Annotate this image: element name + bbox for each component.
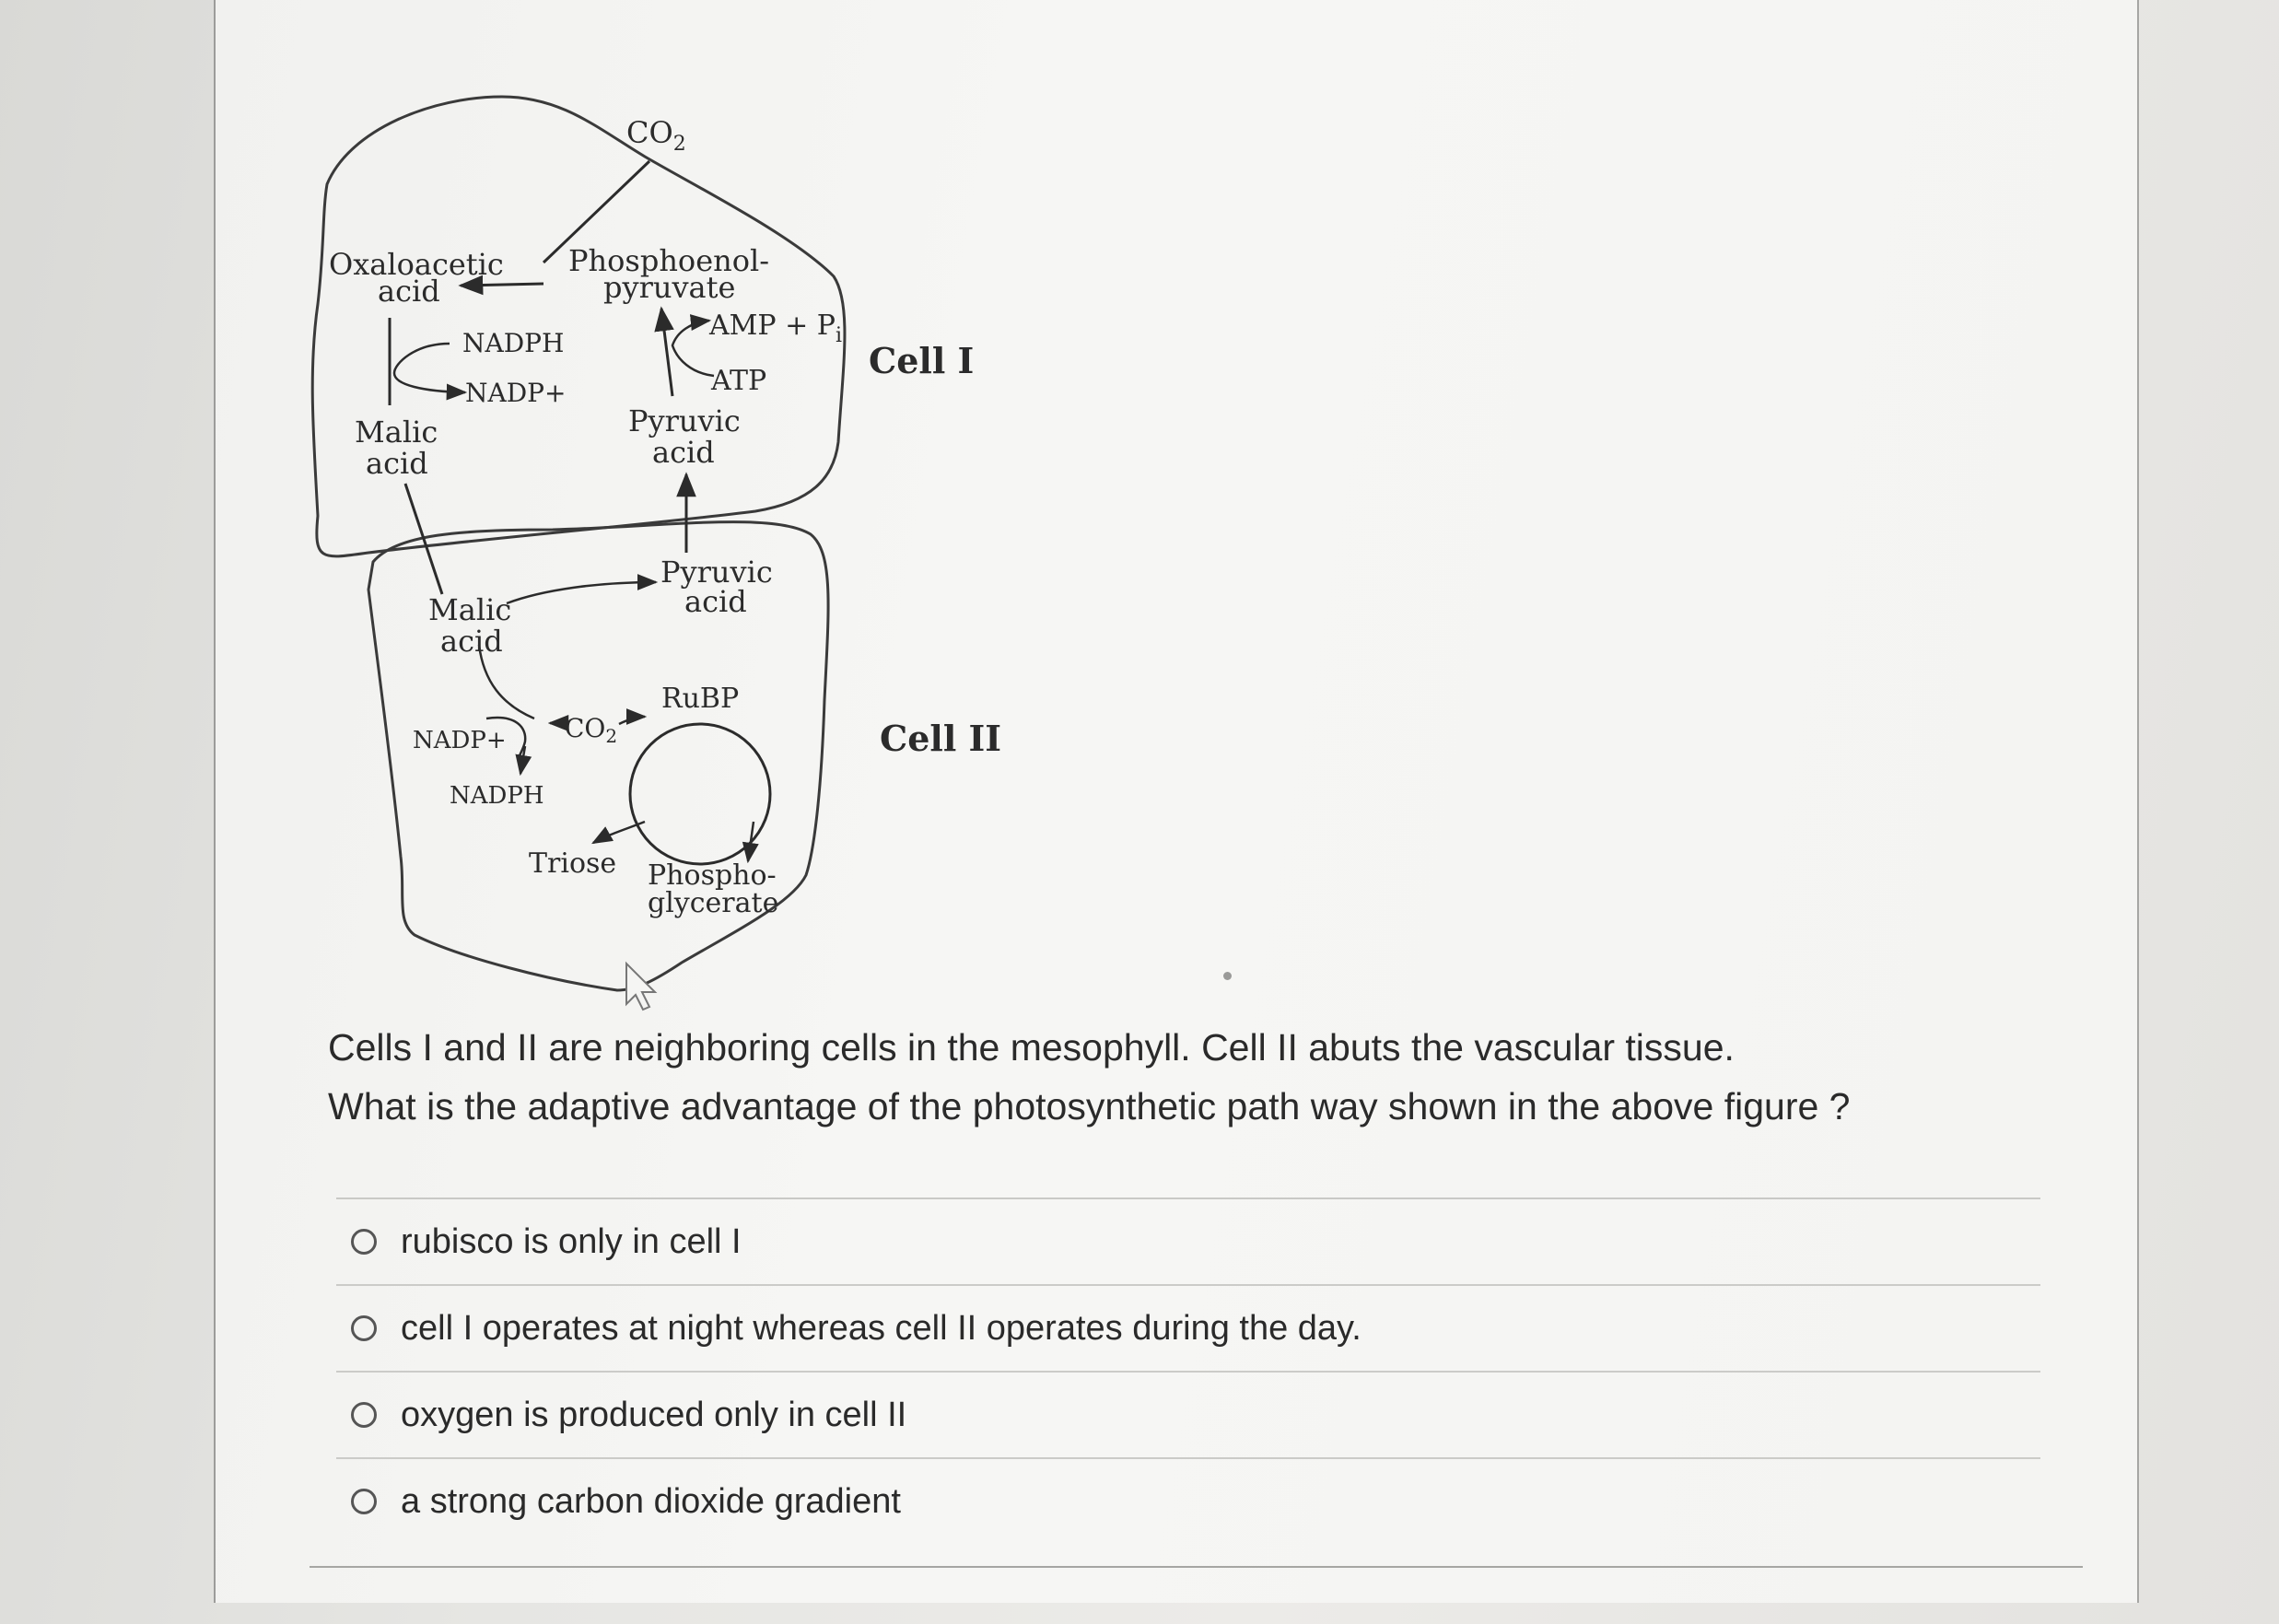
answer-option-1[interactable]: rubisco is only in cell I (336, 1198, 2040, 1284)
answer-label: a strong carbon dioxide gradient (401, 1482, 901, 1522)
answer-label: oxygen is produced only in cell II (401, 1396, 906, 1435)
radio-button[interactable] (351, 1402, 377, 1428)
question-line-2: What is the adaptive advantage of the ph… (328, 1077, 2078, 1136)
screen-speck (1223, 972, 1232, 980)
question-text: Cells I and II are neighboring cells in … (328, 1018, 2078, 1136)
question-line-1: Cells I and II are neighboring cells in … (328, 1018, 2078, 1077)
answer-option-3[interactable]: oxygen is produced only in cell II (336, 1371, 2040, 1457)
answer-option-2[interactable]: cell I operates at night whereas cell II… (336, 1284, 2040, 1371)
answer-label: rubisco is only in cell I (401, 1222, 742, 1262)
radio-button[interactable] (351, 1229, 377, 1255)
card-bottom-divider (310, 1566, 2083, 1568)
radio-button[interactable] (351, 1489, 377, 1514)
answer-option-4[interactable]: a strong carbon dioxide gradient (336, 1457, 2040, 1544)
answer-label: cell I operates at night whereas cell II… (401, 1309, 1362, 1349)
answer-options: rubisco is only in cell I cell I operate… (336, 1198, 2040, 1544)
radio-button[interactable] (351, 1315, 377, 1341)
